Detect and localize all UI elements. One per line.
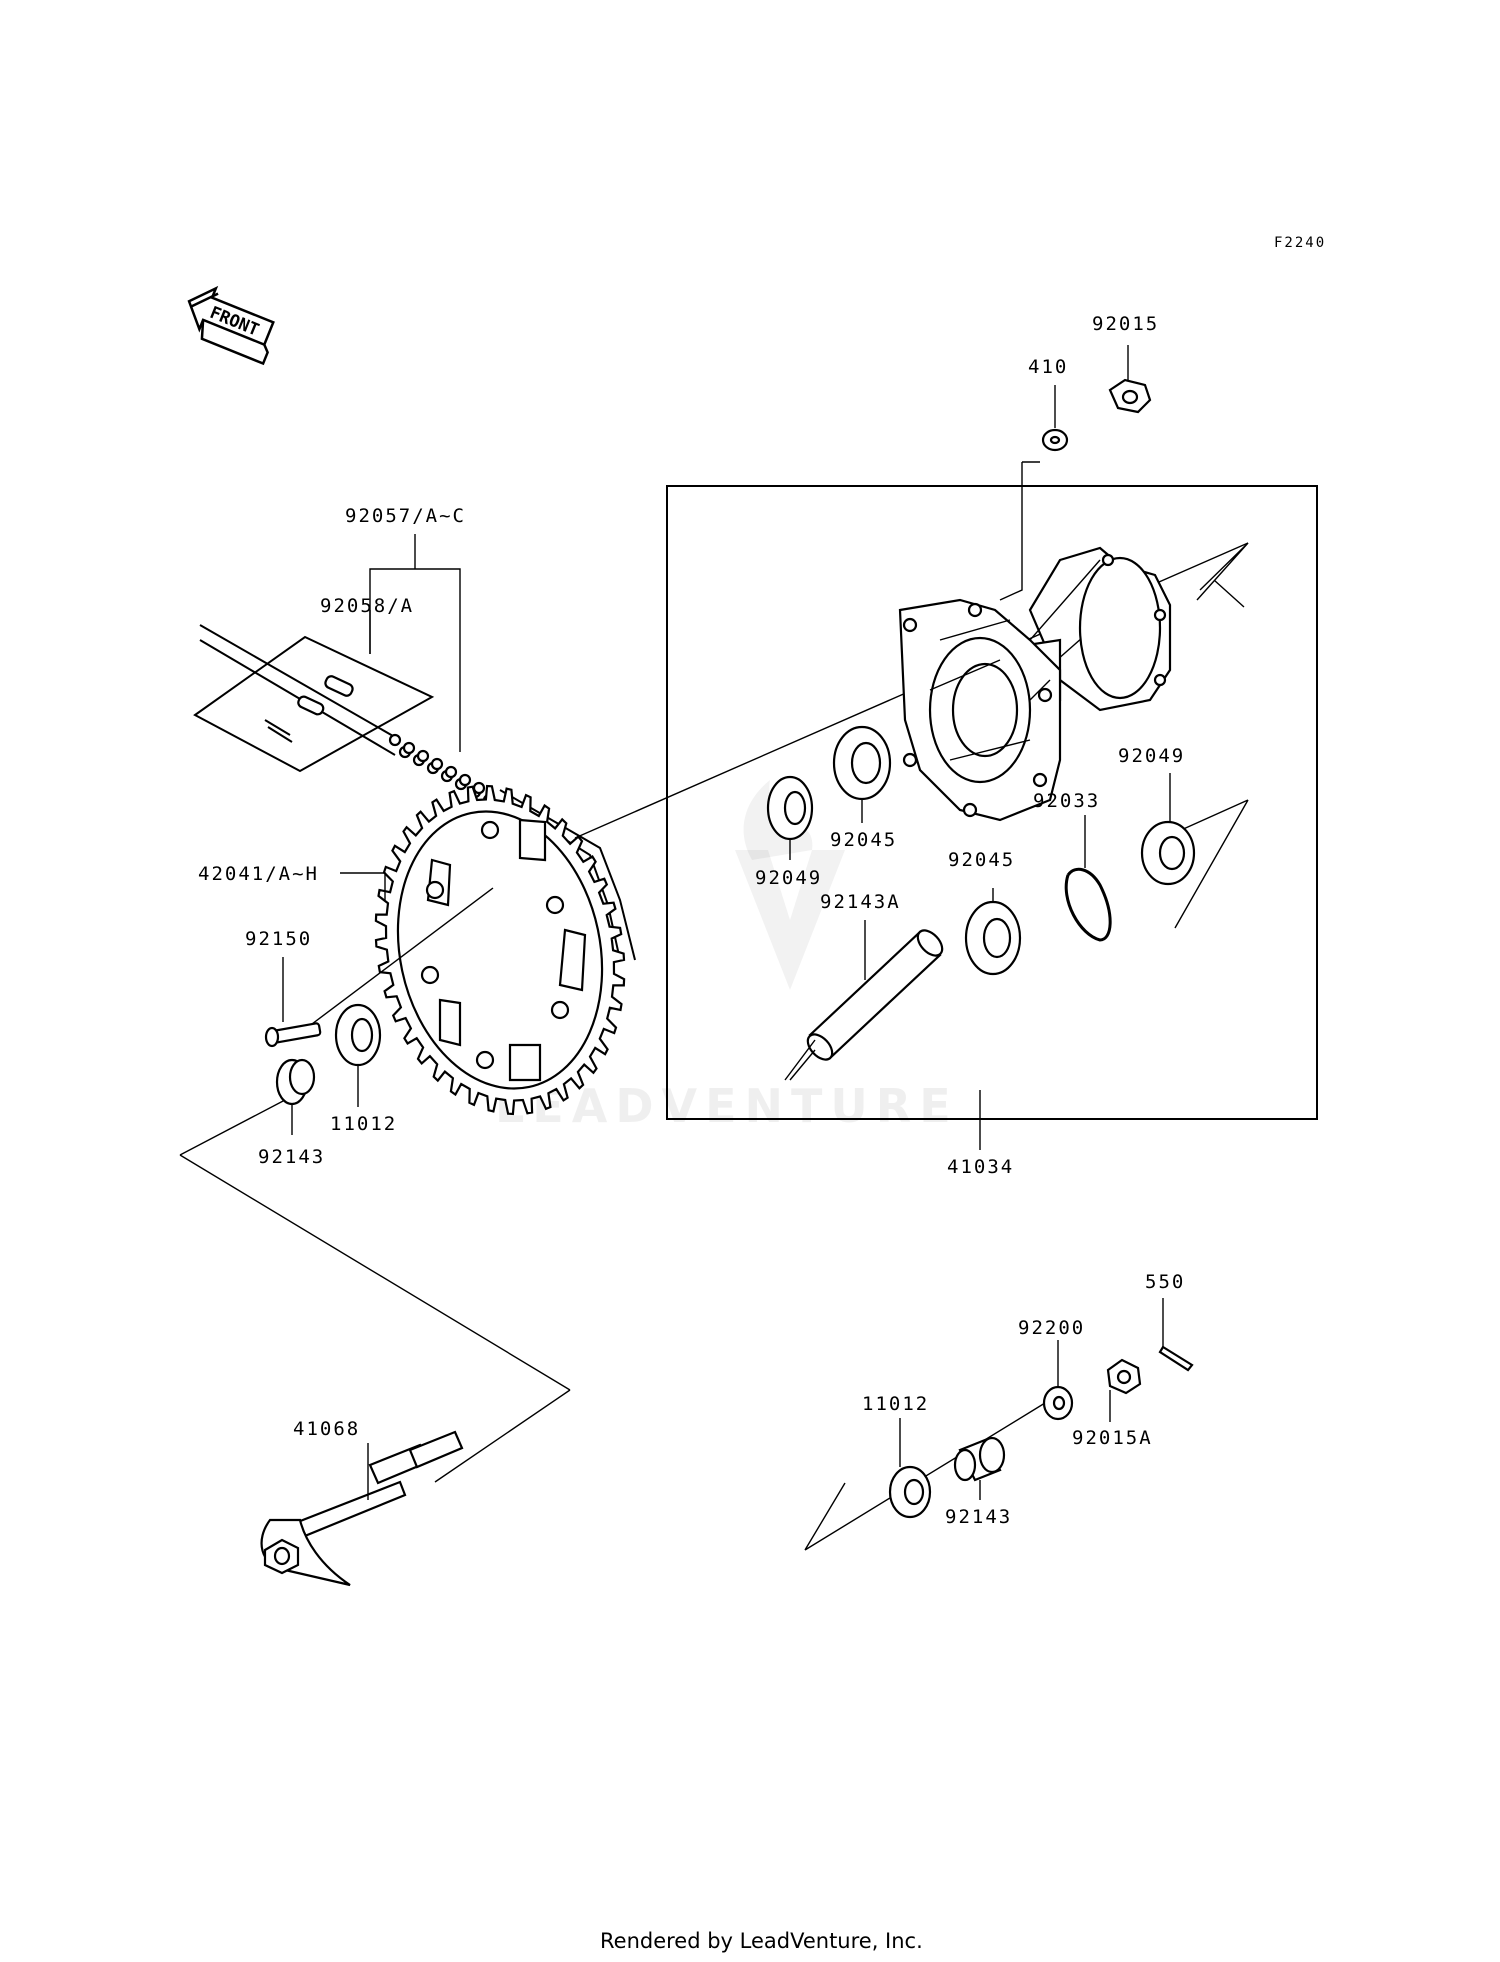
circlip-92033 [1064, 867, 1112, 942]
part-label-92015: 92015 [1092, 313, 1159, 335]
chain-roller [444, 765, 458, 779]
part-label-92057: 92057/A~C [345, 505, 466, 527]
part-label-41068: 41068 [293, 1418, 360, 1440]
part-label-11012-left: 11012 [330, 1113, 397, 1135]
chain-roller [430, 757, 444, 771]
part-label-92143-right: 92143 [945, 1506, 1012, 1528]
chain-roller [472, 781, 486, 795]
part-label-550: 550 [1145, 1271, 1185, 1293]
washer-410 [1041, 428, 1069, 452]
part-label-92200: 92200 [1018, 1317, 1085, 1339]
oil-seal-92049-left [766, 775, 814, 841]
nut-92015 [1108, 378, 1152, 414]
bearing-92045-lower [964, 900, 1022, 976]
part-label-92143-left: 92143 [258, 1146, 325, 1168]
rear-sprocket [374, 784, 626, 1116]
master-link-box [193, 635, 435, 773]
part-label-11012-right: 11012 [862, 1393, 929, 1415]
chain-roller [402, 741, 416, 755]
watermark-text: LEADVENTURE [495, 1079, 959, 1133]
part-label-92049-left: 92049 [755, 867, 822, 889]
part-label-92045-upper: 92045 [830, 829, 897, 851]
hub-assembly-box [666, 485, 1318, 1120]
nut-92015A [1106, 1358, 1142, 1395]
part-label-92015A: 92015A [1072, 1427, 1153, 1449]
collar-92143A [784, 929, 944, 1081]
part-label-41034: 41034 [947, 1156, 1014, 1178]
part-label-92033: 92033 [1033, 790, 1100, 812]
part-label-92049-right: 92049 [1118, 745, 1185, 767]
collar-92143-right [953, 1436, 1006, 1482]
part-label-92045-lower: 92045 [948, 849, 1015, 871]
rear-hub [898, 546, 1172, 822]
render-credit: Rendered by LeadVenture, Inc. [600, 1929, 923, 1953]
collar-92143-left [275, 1058, 316, 1106]
chain-roller [416, 749, 430, 763]
part-label-92143A: 92143A [820, 891, 901, 913]
collar-11012-left [334, 1003, 382, 1067]
part-label-410: 410 [1028, 356, 1068, 378]
front-arrow-icon: FRONT [187, 285, 275, 366]
bearing-92045-upper [832, 725, 892, 801]
washer-92200 [1042, 1385, 1074, 1421]
part-label-42041: 42041/A~H [198, 863, 319, 885]
part-labels: 92015 410 92057/A~C 92058/A 42041/A~H 92… [198, 313, 1185, 1528]
leader-lines [282, 345, 1171, 1500]
figure-code: F2240 [1274, 235, 1326, 251]
collar-11012-right [888, 1465, 932, 1519]
bolt-92150 [264, 1022, 322, 1048]
chain-roller [458, 773, 472, 787]
part-label-92058: 92058/A [320, 595, 414, 617]
axle-41068 [260, 1430, 464, 1587]
cotter-pin-550 [1158, 1345, 1194, 1372]
part-label-92150: 92150 [245, 928, 312, 950]
chain-roller [388, 733, 402, 747]
oil-seal-92049-right [1140, 820, 1196, 886]
